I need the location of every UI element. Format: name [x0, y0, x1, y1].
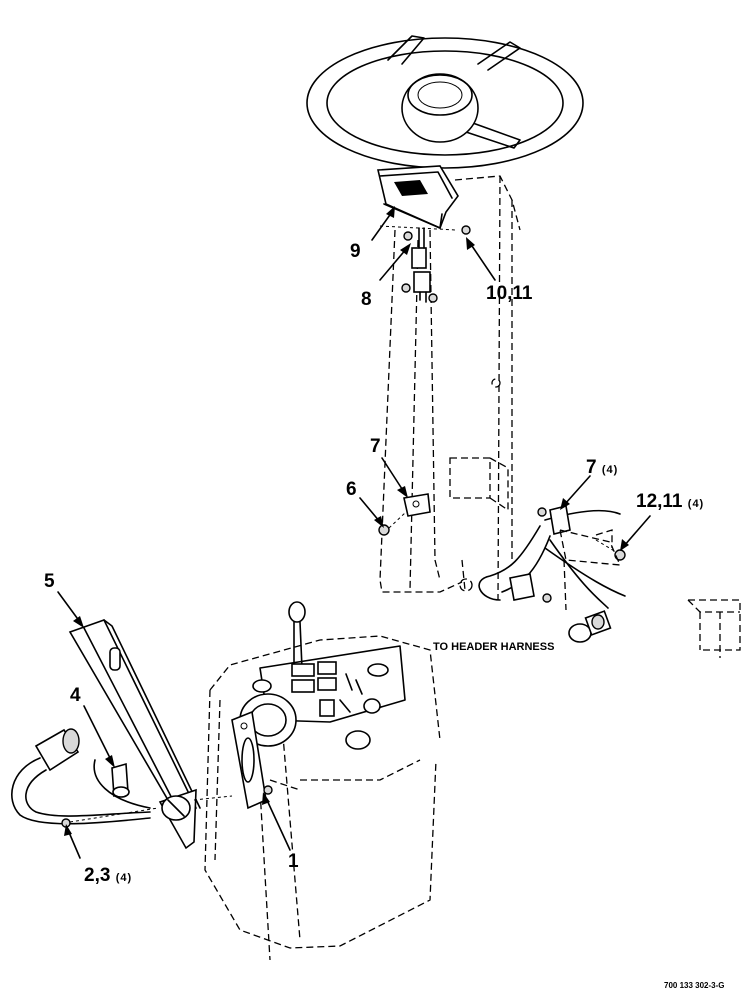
leader-lines	[57, 206, 651, 859]
callout-7-right-qty: (4)	[601, 464, 619, 476]
harness-left	[11, 728, 233, 828]
callout-2-3-number: 2,3	[84, 865, 111, 886]
callout-5: 5	[44, 571, 55, 592]
callout-7-right: 7 (4)	[586, 458, 618, 477]
drawing-reference: 700 133 302-3-G	[664, 981, 725, 990]
callout-12-11-number: 12,11	[636, 491, 683, 512]
callout-6: 6	[346, 479, 357, 500]
steering-column	[379, 175, 521, 601]
callout-12-11-qty: (4)	[687, 498, 705, 510]
callout-12-11: 12,11 (4)	[636, 492, 704, 511]
callout-1: 1	[288, 851, 299, 872]
bracket-left	[378, 493, 431, 536]
callout-2-3-qty: (4)	[115, 872, 133, 884]
handle-assembly	[68, 619, 201, 850]
note-header-harness: TO HEADER HARNESS	[433, 641, 555, 653]
callout-7-left: 7	[370, 436, 381, 457]
frame-box-right	[687, 599, 741, 658]
callout-9: 9	[350, 241, 361, 262]
callout-8: 8	[361, 289, 372, 310]
callout-4: 4	[70, 685, 81, 706]
connector	[379, 225, 471, 303]
switch-housing	[377, 165, 459, 230]
callout-10-11: 10,11	[486, 283, 533, 304]
callout-7-right-number: 7	[586, 457, 597, 478]
harness-right	[478, 505, 626, 643]
steering-wheel	[306, 35, 584, 169]
callout-2-3: 2,3 (4)	[84, 866, 132, 885]
console	[204, 601, 441, 961]
